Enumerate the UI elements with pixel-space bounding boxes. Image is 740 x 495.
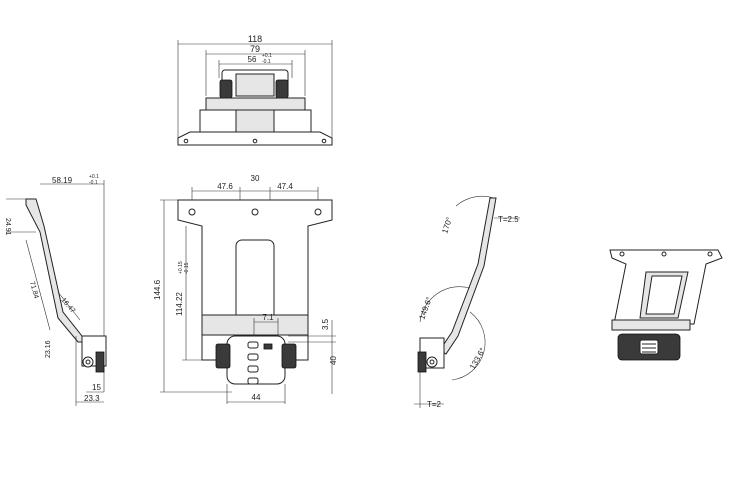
angle-170-label: 170°: [440, 216, 454, 235]
dim-30-label: 30: [251, 174, 260, 183]
dim-23-16-label: 23.16: [45, 340, 52, 358]
dim-58-19-tol-plus: +0.1: [89, 174, 99, 180]
dim-144-6-label: 144.6: [153, 279, 162, 300]
dim-118-label: 118: [248, 34, 262, 44]
dim-23-3-label: 23.3: [84, 394, 100, 403]
dim-71-84-label: 71.84: [28, 281, 39, 300]
dim-56: 56 +0.1 -0.1: [218, 53, 293, 78]
dim-79-label: 79: [250, 44, 260, 54]
isometric-view: [609, 249, 723, 361]
dim-118: 118: [177, 34, 333, 140]
dim-58-19-tol-minus: -0.1: [89, 180, 98, 186]
dim-114-22-tol-plus: +0.15: [178, 261, 184, 274]
dim-24-91-label: 24.91: [4, 218, 11, 236]
dim-15-label: 15: [92, 383, 101, 392]
dim-56-label: 56: [248, 55, 257, 64]
dim-7-1-label: 7.1: [262, 313, 274, 322]
dim-114-22-label: 114.22: [175, 292, 184, 316]
thickness-top-label: T=2.5: [498, 215, 519, 224]
dim-58-19-label: 58.19: [52, 176, 73, 185]
thickness-bottom-label: T=2: [427, 400, 442, 409]
top-view: 118 79 56 +0.1 -0.1: [177, 34, 333, 146]
angle-view: 170° T=2.5 149.6° 133.6° T=2: [414, 195, 520, 409]
dim-47-4-label: 47.4: [277, 182, 293, 191]
dim-3-5-label: 3.5: [321, 318, 330, 330]
dim-56-tol-plus: +0.1: [262, 53, 272, 59]
dim-40-label: 40: [329, 356, 338, 365]
dim-114-22-tol-minus: -0.15: [184, 262, 190, 274]
dim-56-tol-minus: -0.1: [262, 59, 271, 65]
front-view: 47.6 30 47.4 144.6 114.22 +0.15 -0.15 7.…: [153, 174, 338, 404]
angle-133-6-label: 133.6°: [468, 346, 487, 371]
side-view: 58.19 +0.1 -0.1 24.91 71.84 16.47 23.16 …: [4, 174, 107, 406]
dim-79: 79: [205, 44, 306, 96]
angle-149-6-label: 149.6°: [417, 296, 433, 321]
dim-47-6-label: 47.6: [217, 182, 233, 191]
dim-44-label: 44: [252, 393, 261, 402]
